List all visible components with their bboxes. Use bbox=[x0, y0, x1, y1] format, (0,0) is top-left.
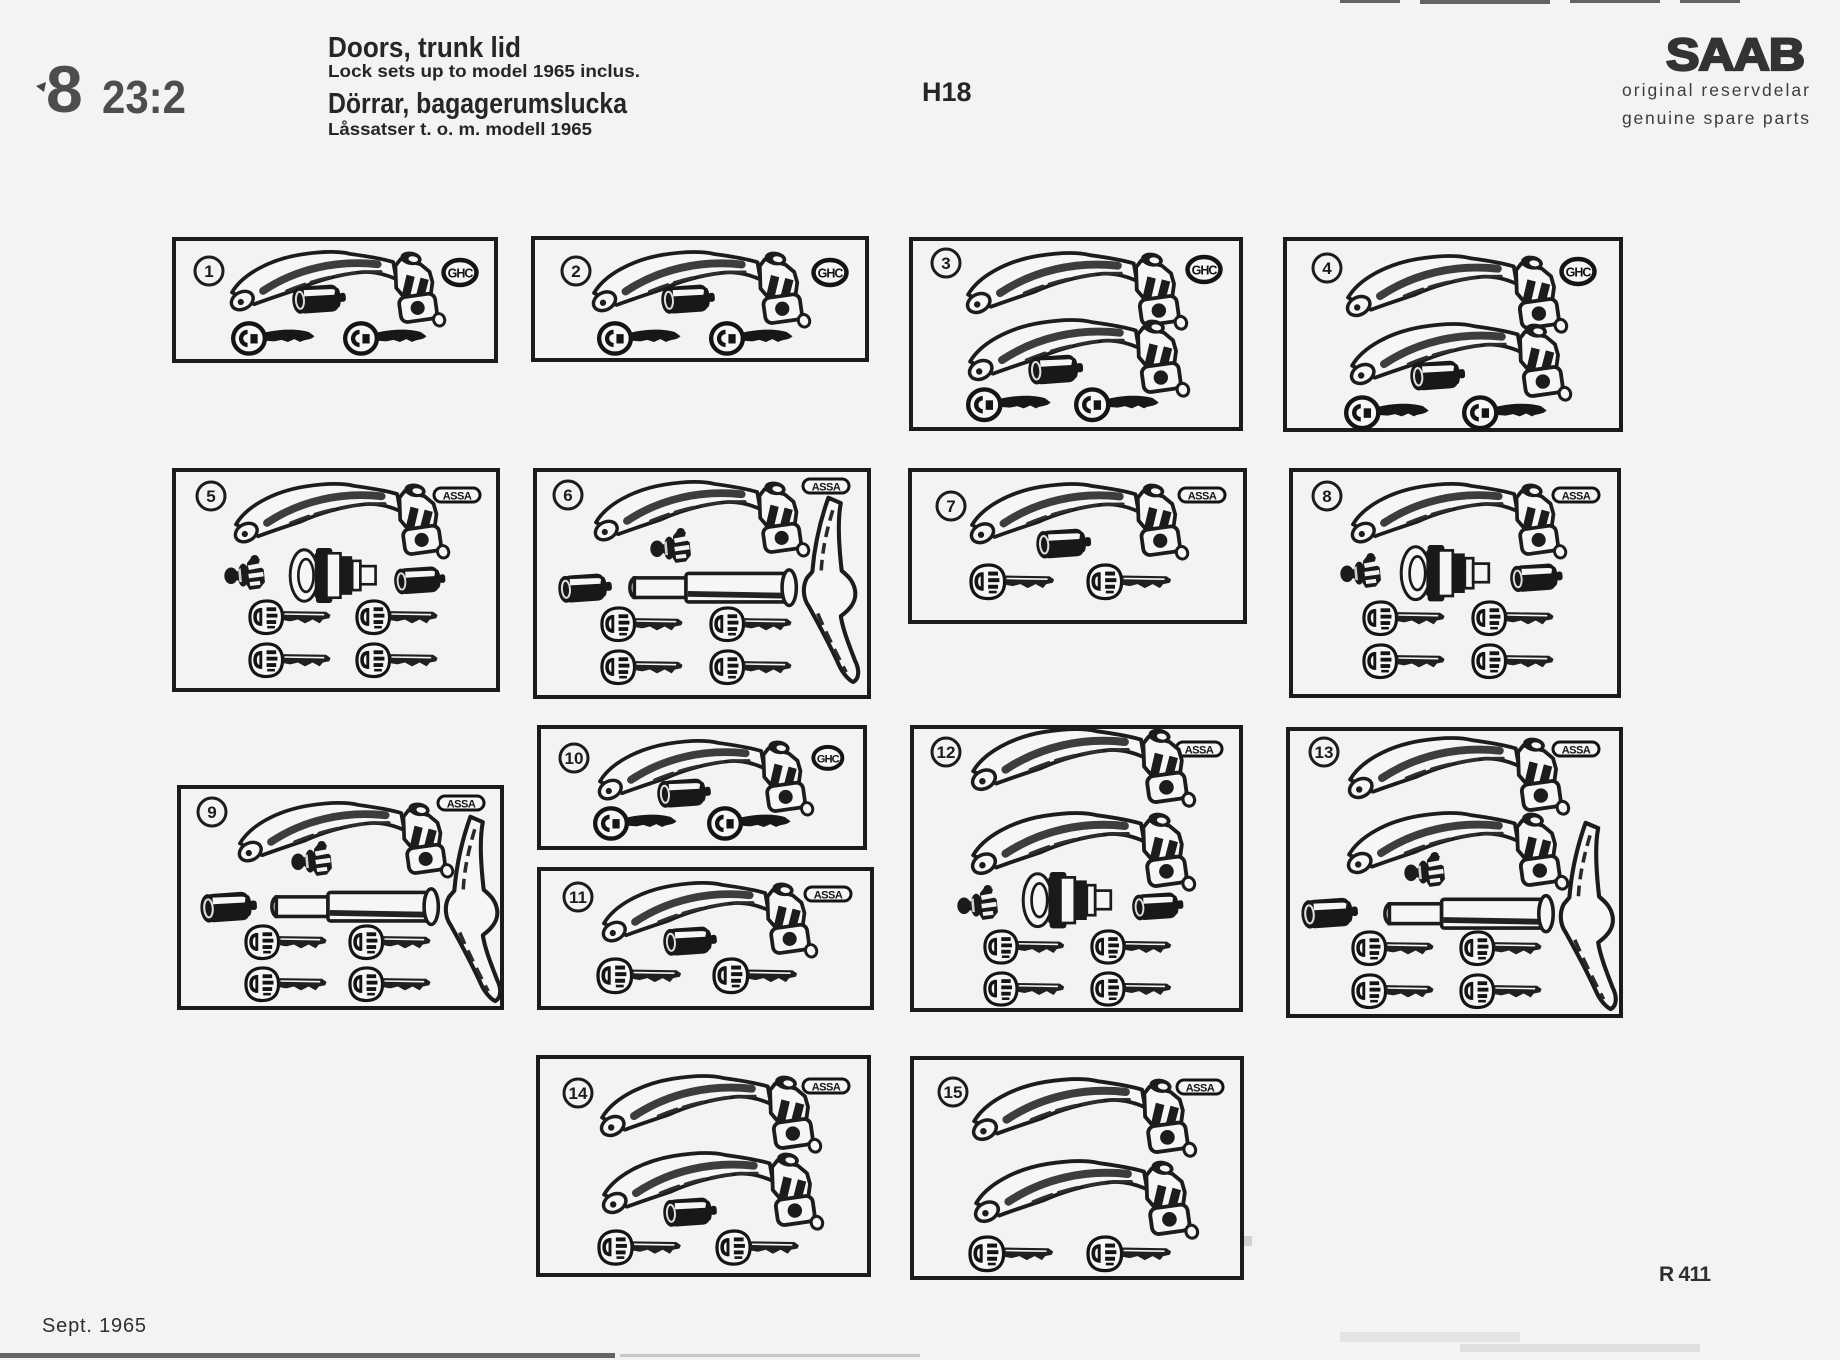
svg-text:3: 3 bbox=[941, 254, 950, 273]
svg-text:6: 6 bbox=[563, 486, 572, 505]
svg-text:11: 11 bbox=[569, 888, 587, 907]
svg-text:7: 7 bbox=[946, 497, 955, 516]
svg-text:R 411: R 411 bbox=[1659, 1263, 1711, 1286]
svg-text:12: 12 bbox=[937, 743, 956, 762]
svg-text:8: 8 bbox=[46, 52, 83, 126]
svg-text:4: 4 bbox=[1322, 259, 1332, 278]
svg-text:9: 9 bbox=[207, 803, 216, 822]
svg-text:8: 8 bbox=[1322, 487, 1331, 506]
svg-text:Sept. 1965: Sept. 1965 bbox=[42, 1315, 146, 1337]
svg-text:10: 10 bbox=[565, 749, 584, 768]
svg-text:H18: H18 bbox=[922, 77, 972, 107]
svg-text:genuine spare parts: genuine spare parts bbox=[1622, 108, 1809, 128]
svg-text:Doors, trunk lid: Doors, trunk lid bbox=[328, 32, 521, 64]
svg-text:Lock sets up to model 1965 inc: Lock sets up to model 1965 inclus. bbox=[328, 61, 640, 81]
svg-text:SAAB: SAAB bbox=[1666, 29, 1804, 80]
svg-text:15: 15 bbox=[944, 1083, 963, 1102]
svg-text:1: 1 bbox=[204, 262, 213, 281]
svg-text:5: 5 bbox=[206, 487, 215, 506]
svg-text:Dörrar, bagagerumslucka: Dörrar, bagagerumslucka bbox=[328, 88, 628, 120]
svg-text:original reservdelar: original reservdelar bbox=[1622, 80, 1809, 100]
svg-text:Låssatser t. o. m. modell 1965: Låssatser t. o. m. modell 1965 bbox=[328, 119, 592, 139]
svg-text:2: 2 bbox=[571, 262, 580, 281]
svg-text:23:2: 23:2 bbox=[102, 71, 186, 123]
svg-text:14: 14 bbox=[569, 1084, 588, 1103]
svg-text:13: 13 bbox=[1315, 743, 1334, 762]
